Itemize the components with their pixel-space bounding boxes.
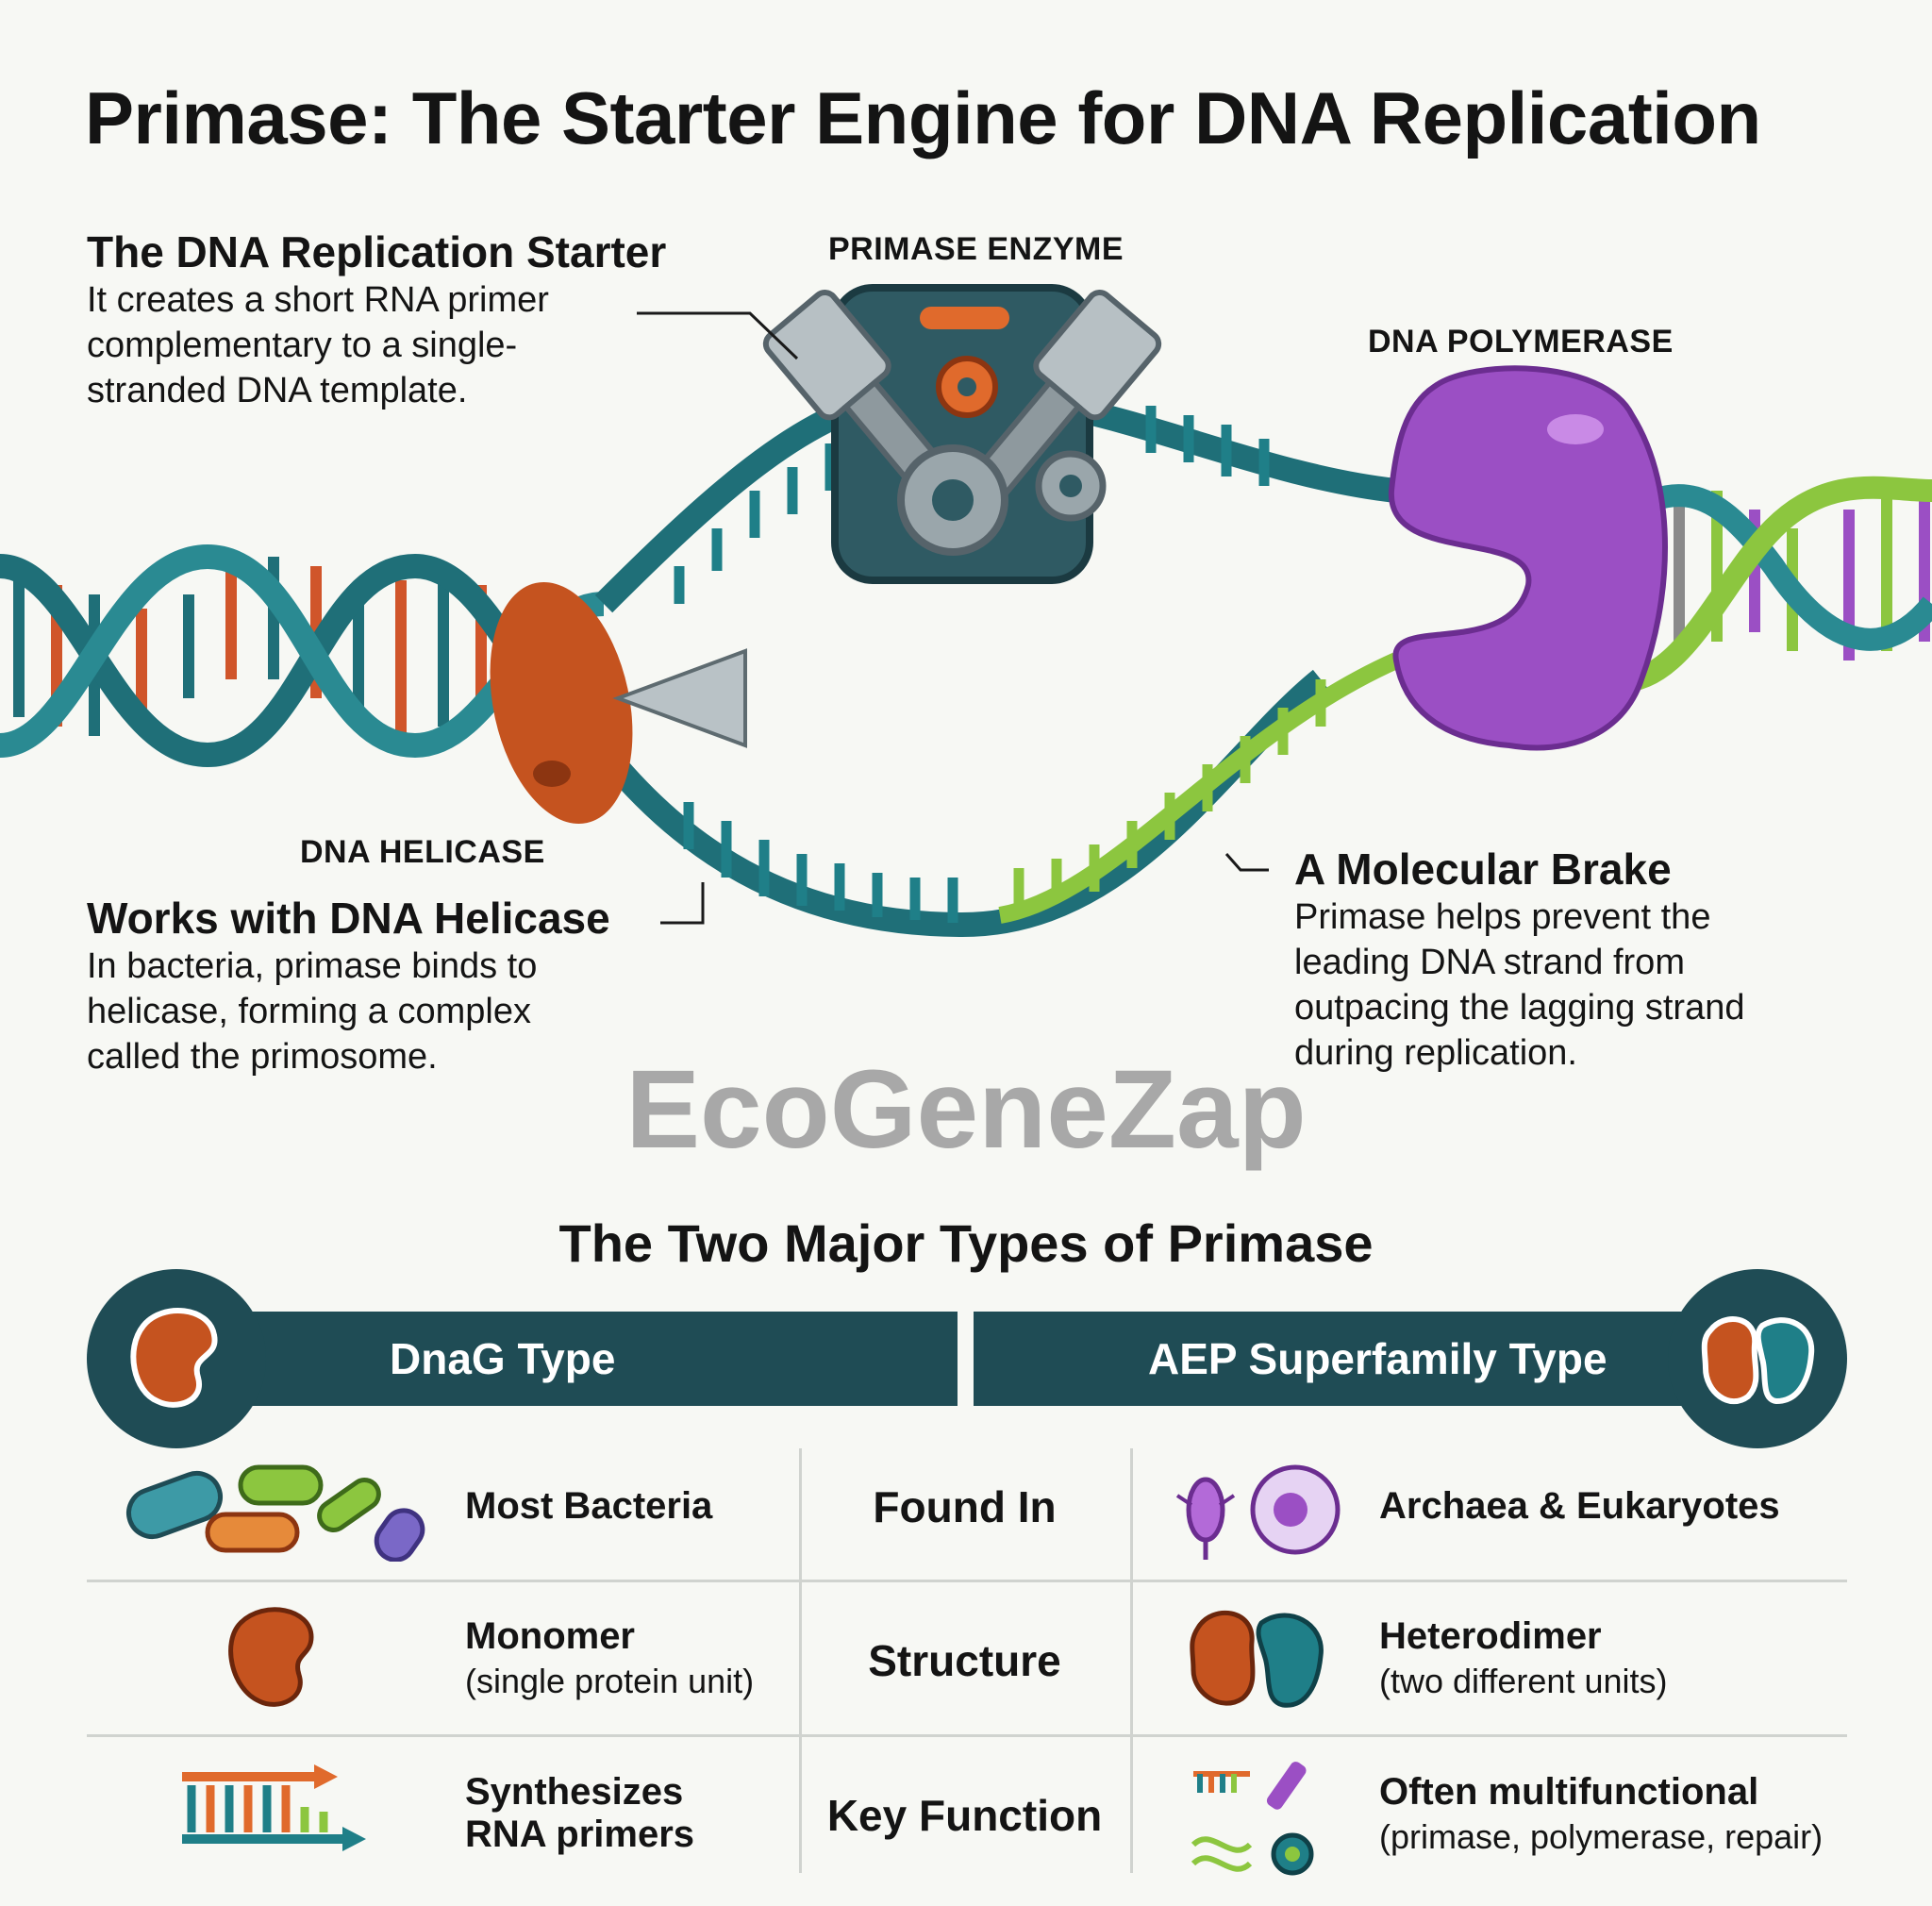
heterodimer-protein-icon xyxy=(1701,1316,1815,1405)
multifunction-icon xyxy=(1191,1762,1314,1876)
dnag-found-in: Most Bacteria xyxy=(465,1485,713,1527)
aep-function-sub: (primase, polymerase, repair) xyxy=(1379,1817,1824,1856)
callout-helicase: Works with DNA Helicase In bacteria, pri… xyxy=(87,893,672,1079)
row-label-key-function: Key Function xyxy=(826,1791,1103,1840)
dna-helicase-label: DNA HELICASE xyxy=(300,834,545,870)
column-divider xyxy=(1130,1448,1133,1873)
dna-polymerase-label: DNA POLYMERASE xyxy=(1368,324,1674,359)
bacteria-icon xyxy=(126,1464,425,1562)
dnag-structure-main: Monomer xyxy=(465,1615,635,1657)
heterodimer-icon xyxy=(1190,1611,1324,1708)
types-section-title: The Two Major Types of Primase xyxy=(558,1213,1374,1273)
monomer-icon xyxy=(228,1607,314,1707)
column-divider xyxy=(799,1448,802,1873)
callout-helicase-line: In bacteria, primase binds to xyxy=(87,946,538,986)
callout-starter-line: It creates a short RNA primer xyxy=(87,280,549,320)
callout-starter-line: complementary to a single- xyxy=(87,326,518,365)
dna-double-helix-right xyxy=(1596,476,1932,694)
callout-starter-heading: The DNA Replication Starter xyxy=(87,227,667,276)
row-label-structure: Structure xyxy=(868,1636,1061,1685)
aep-type-label: AEP Superfamily Type xyxy=(1148,1334,1607,1383)
watermark: EcoGeneZap xyxy=(625,1047,1307,1172)
dna-double-helix-left xyxy=(0,543,606,768)
monomer-protein-icon xyxy=(130,1308,218,1408)
archaea-eukaryote-icon xyxy=(1175,1464,1341,1560)
aep-structure-sub: (two different units) xyxy=(1379,1662,1668,1700)
page-title: Primase: The Starter Engine for DNA Repl… xyxy=(85,76,1761,159)
aep-function-main: Often multifunctional xyxy=(1379,1771,1759,1813)
primase-engine-icon xyxy=(762,284,1162,584)
polymerase-icon xyxy=(1388,365,1668,751)
callout-helicase-line: helicase, forming a complex xyxy=(87,992,531,1031)
helicase-icon xyxy=(490,581,747,825)
dnag-function-line: RNA primers xyxy=(465,1814,695,1855)
callout-brake-line: outpacing the lagging strand xyxy=(1294,988,1745,1028)
aep-found-in: Archaea & Eukaryotes xyxy=(1379,1485,1780,1527)
callout-brake-line: Primase helps prevent the xyxy=(1294,897,1711,937)
dnag-badge xyxy=(87,1269,266,1448)
callout-helicase-heading: Works with DNA Helicase xyxy=(87,894,610,943)
replication-diagram xyxy=(0,284,1932,938)
row-divider xyxy=(87,1580,1847,1582)
callout-connectors xyxy=(637,311,1269,925)
callout-starter-line: stranded DNA template. xyxy=(87,371,468,410)
dnag-structure-sub: (single protein unit) xyxy=(465,1662,755,1700)
callout-brake-line: during replication. xyxy=(1294,1033,1577,1073)
rna-primer-synthesis-icon xyxy=(182,1764,366,1851)
callout-brake: A Molecular Brake Primase helps prevent … xyxy=(1294,844,1879,1076)
dnag-function-line: Synthesizes xyxy=(465,1771,684,1813)
callout-brake-heading: A Molecular Brake xyxy=(1294,844,1672,894)
dnag-type-label: DnaG Type xyxy=(390,1334,616,1383)
callout-brake-line: leading DNA strand from xyxy=(1294,943,1685,982)
callout-helicase-line: called the primosome. xyxy=(87,1037,438,1077)
row-label-found-in: Found In xyxy=(873,1482,1057,1531)
aep-structure-main: Heterodimer xyxy=(1379,1615,1602,1657)
aep-badge xyxy=(1668,1269,1847,1448)
primase-enzyme-label: PRIMASE ENZYME xyxy=(828,231,1124,267)
row-divider xyxy=(87,1734,1847,1737)
callout-starter: The DNA Replication Starter It creates a… xyxy=(87,226,672,413)
